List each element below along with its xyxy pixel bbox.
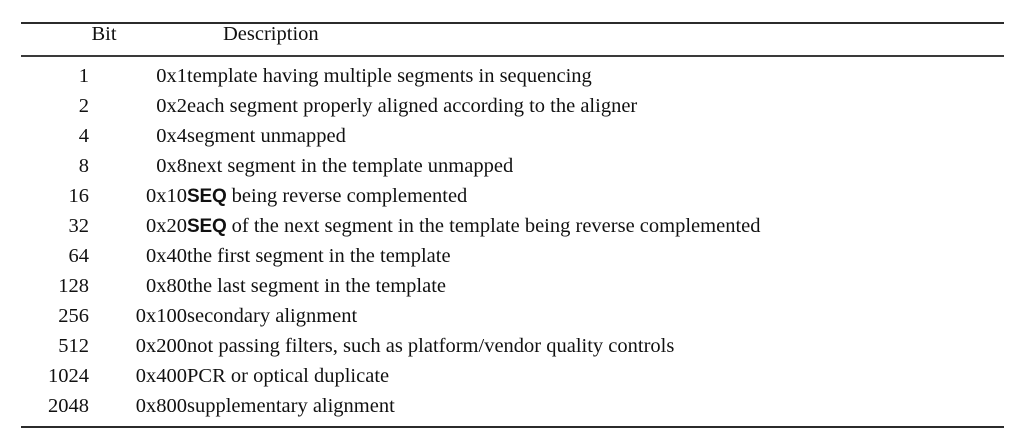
description-text: segment unmapped — [187, 124, 346, 147]
cell-bit-decimal: 4 — [78, 124, 89, 147]
description-text: each segment properly aligned according … — [187, 94, 638, 117]
cell-description: the first segment in the template — [187, 244, 1004, 276]
description-text: not passing filters, such as platform/ve… — [187, 334, 675, 357]
cell-bit-hex: 0x80 — [146, 274, 187, 297]
cell-bit-decimal: 64 — [68, 244, 90, 267]
description-text: being reverse complemented — [226, 184, 468, 207]
seq-field-tag: SEQ — [187, 215, 227, 237]
cell-bit-hex: 0x1 — [156, 64, 187, 87]
table-header-row: Bit Description — [21, 24, 1004, 55]
cell-bit-hex: 0x8 — [156, 154, 187, 177]
cell-description: PCR or optical duplicate — [187, 364, 1004, 396]
cell-description: next segment in the template unmapped — [187, 154, 1004, 186]
cell-description: each segment properly aligned according … — [187, 94, 1004, 126]
mid-rule — [21, 55, 1004, 57]
cell-bit-hex: 0x100 — [135, 304, 187, 327]
cell-bit-decimal: 1024 — [48, 364, 89, 387]
cell-bit-decimal: 2048 — [48, 394, 89, 417]
table-rule-bottom — [21, 425, 1004, 428]
column-header-bit: Bit — [91, 23, 117, 45]
cell-bit-hex: 0x2 — [156, 94, 187, 117]
cell-bit-decimal: 2 — [78, 94, 89, 117]
table-footer — [21, 425, 1004, 428]
cell-bit-decimal: 256 — [58, 304, 89, 327]
description-text: template having multiple segments in seq… — [187, 64, 592, 87]
cell-bit-hex: 0x10 — [146, 184, 187, 207]
cell-bit-decimal: 1 — [78, 64, 89, 87]
cell-description: secondary alignment — [187, 304, 1004, 336]
seq-field-tag: SEQ — [187, 185, 227, 207]
description-text: the last segment in the template — [187, 274, 447, 297]
cell-bit-decimal: 8 — [78, 154, 89, 177]
cell-bit-hex: 0x400 — [135, 364, 187, 387]
cell-bit-hex: 0x40 — [146, 244, 187, 267]
cell-description: not passing filters, such as platform/ve… — [187, 334, 1004, 366]
description-text: PCR or optical duplicate — [187, 364, 390, 387]
table-rule-mid — [21, 55, 1004, 57]
cell-description: template having multiple segments in seq… — [187, 64, 1004, 96]
cell-bit-hex: 0x200 — [135, 334, 187, 357]
description-text: of the next segment in the template bein… — [226, 214, 761, 237]
cell-bit-decimal: 512 — [58, 334, 89, 357]
description-text: next segment in the template unmapped — [187, 154, 514, 177]
top-rule — [21, 22, 1004, 24]
cell-bit-hex: 0x4 — [156, 124, 187, 147]
table-header: Bit Description — [21, 22, 1004, 66]
cell-description: SEQ of the next segment in the template … — [187, 214, 1004, 246]
cell-bit-hex: 0x20 — [146, 214, 187, 237]
cell-bit-decimal: 128 — [58, 274, 89, 297]
cell-description: SEQ being reverse complemented — [187, 184, 1004, 216]
column-header-description: Description — [223, 23, 319, 45]
cell-bit-decimal: 16 — [68, 184, 90, 207]
cell-description: supplementary alignment — [187, 394, 1004, 426]
description-text: supplementary alignment — [187, 394, 395, 417]
bottom-rule — [21, 425, 1004, 428]
cell-bit-hex: 0x800 — [135, 394, 187, 417]
description-text: secondary alignment — [187, 304, 358, 327]
cell-bit-decimal: 32 — [68, 214, 90, 237]
table-rule-top — [21, 22, 1004, 24]
cell-description: the last segment in the template — [187, 274, 1004, 306]
description-text: the first segment in the template — [187, 244, 451, 267]
cell-description: segment unmapped — [187, 124, 1004, 156]
